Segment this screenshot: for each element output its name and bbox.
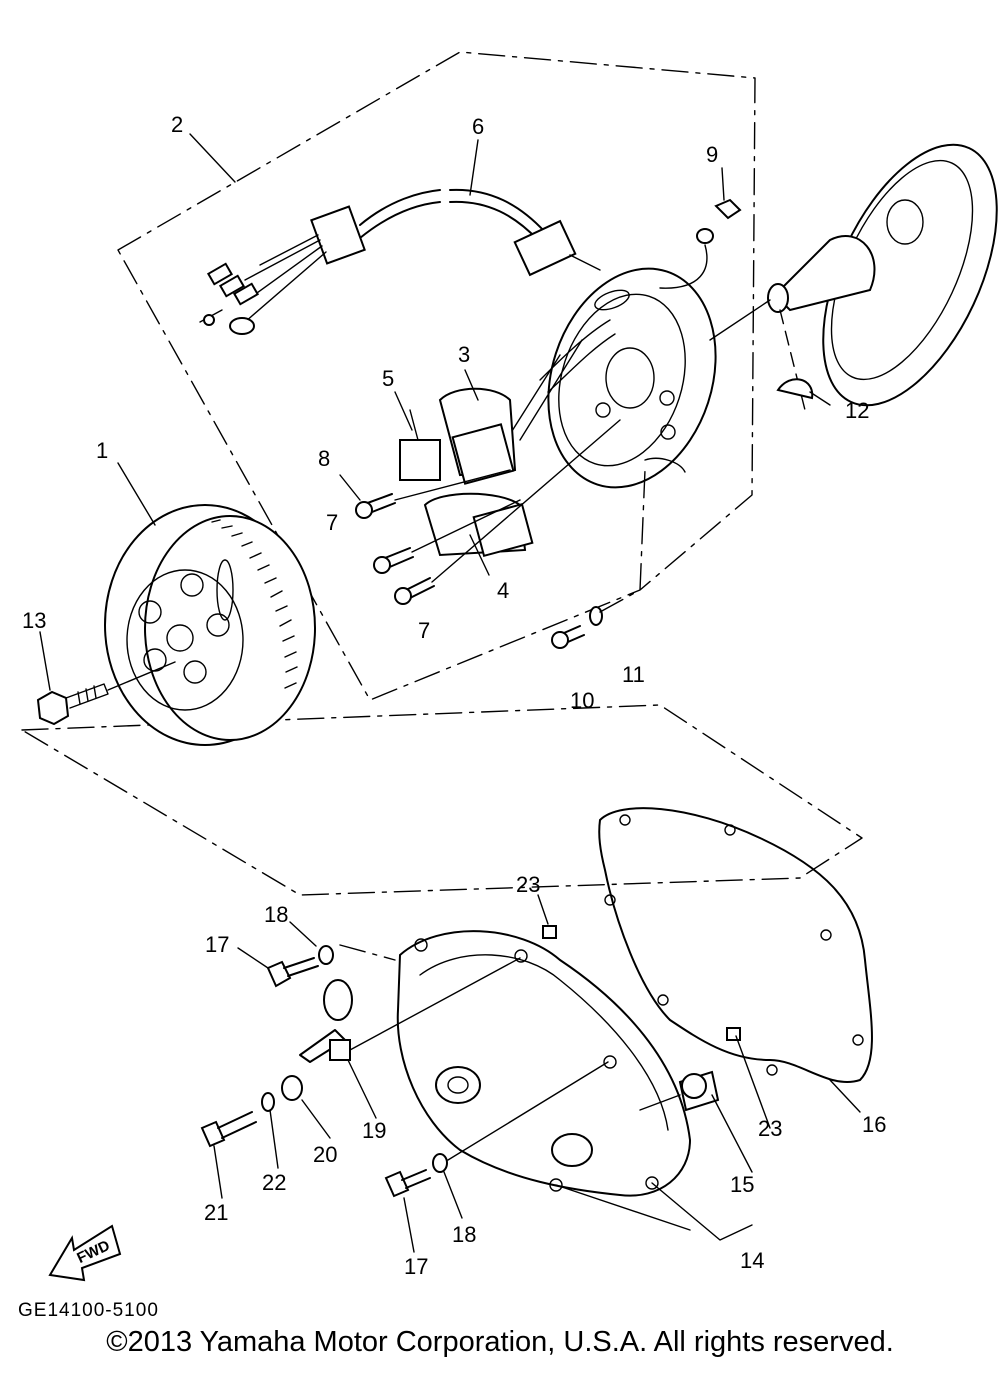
drawing-code: GE14100-5100: [18, 1300, 159, 1321]
stator-assembly-outline: [117, 51, 756, 701]
callout-11: 11: [622, 662, 645, 687]
callout-20: 20: [313, 1142, 337, 1167]
callout-13: 13: [22, 608, 46, 633]
callout-leaders: [39, 133, 861, 1253]
ground-screw: [659, 198, 742, 289]
callout-3: 3: [458, 342, 470, 367]
stator-screws: [355, 419, 621, 605]
flywheel-group-outline: [21, 704, 863, 896]
copyright-notice: ©2013 Yamaha Motor Corporation, U.S.A. A…: [106, 1326, 894, 1358]
callout-2: 2: [171, 112, 183, 137]
callout-8: 8: [318, 446, 330, 471]
callout-6: 6: [472, 114, 484, 139]
callout-labels: 1 2 3 4 5 6 7 7 8 9 10 11 12 13 14 15 16…: [22, 112, 886, 1279]
callout-17b: 17: [404, 1254, 428, 1279]
woodruff-key: [776, 378, 814, 400]
callout-17a: 17: [205, 932, 229, 957]
callout-12: 12: [845, 398, 869, 423]
callout-18b: 18: [452, 1222, 476, 1247]
callout-9: 9: [706, 142, 718, 167]
callout-7b: 7: [418, 618, 430, 643]
cover-hardware: [200, 925, 753, 1241]
stator-base-plate: [499, 267, 717, 489]
callout-10: 10: [570, 688, 594, 713]
callout-16: 16: [862, 1112, 886, 1137]
callout-15: 15: [730, 1172, 754, 1197]
callout-19: 19: [362, 1118, 386, 1143]
wire-harness: [199, 188, 601, 335]
lead-holder-screw: [551, 469, 646, 649]
callout-14: 14: [740, 1248, 764, 1273]
crankcase-cover: [396, 930, 692, 1197]
flywheel-bolt: [36, 661, 176, 726]
callout-22: 22: [262, 1170, 286, 1195]
callout-23b: 23: [758, 1116, 782, 1141]
callout-1: 1: [96, 438, 108, 463]
callout-4: 4: [497, 578, 509, 603]
flywheel-rotor: [104, 504, 316, 746]
callout-21: 21: [204, 1200, 228, 1225]
gasket-bolt-holes: [604, 814, 864, 1076]
crank-hub: [709, 143, 998, 411]
crankcase-gasket: [598, 807, 873, 1083]
callout-23a: 23: [516, 872, 540, 897]
callout-7a: 7: [326, 510, 338, 535]
forward-arrow-icon: FWD: [48, 1224, 122, 1282]
callout-5: 5: [382, 366, 394, 391]
callout-18a: 18: [264, 902, 288, 927]
